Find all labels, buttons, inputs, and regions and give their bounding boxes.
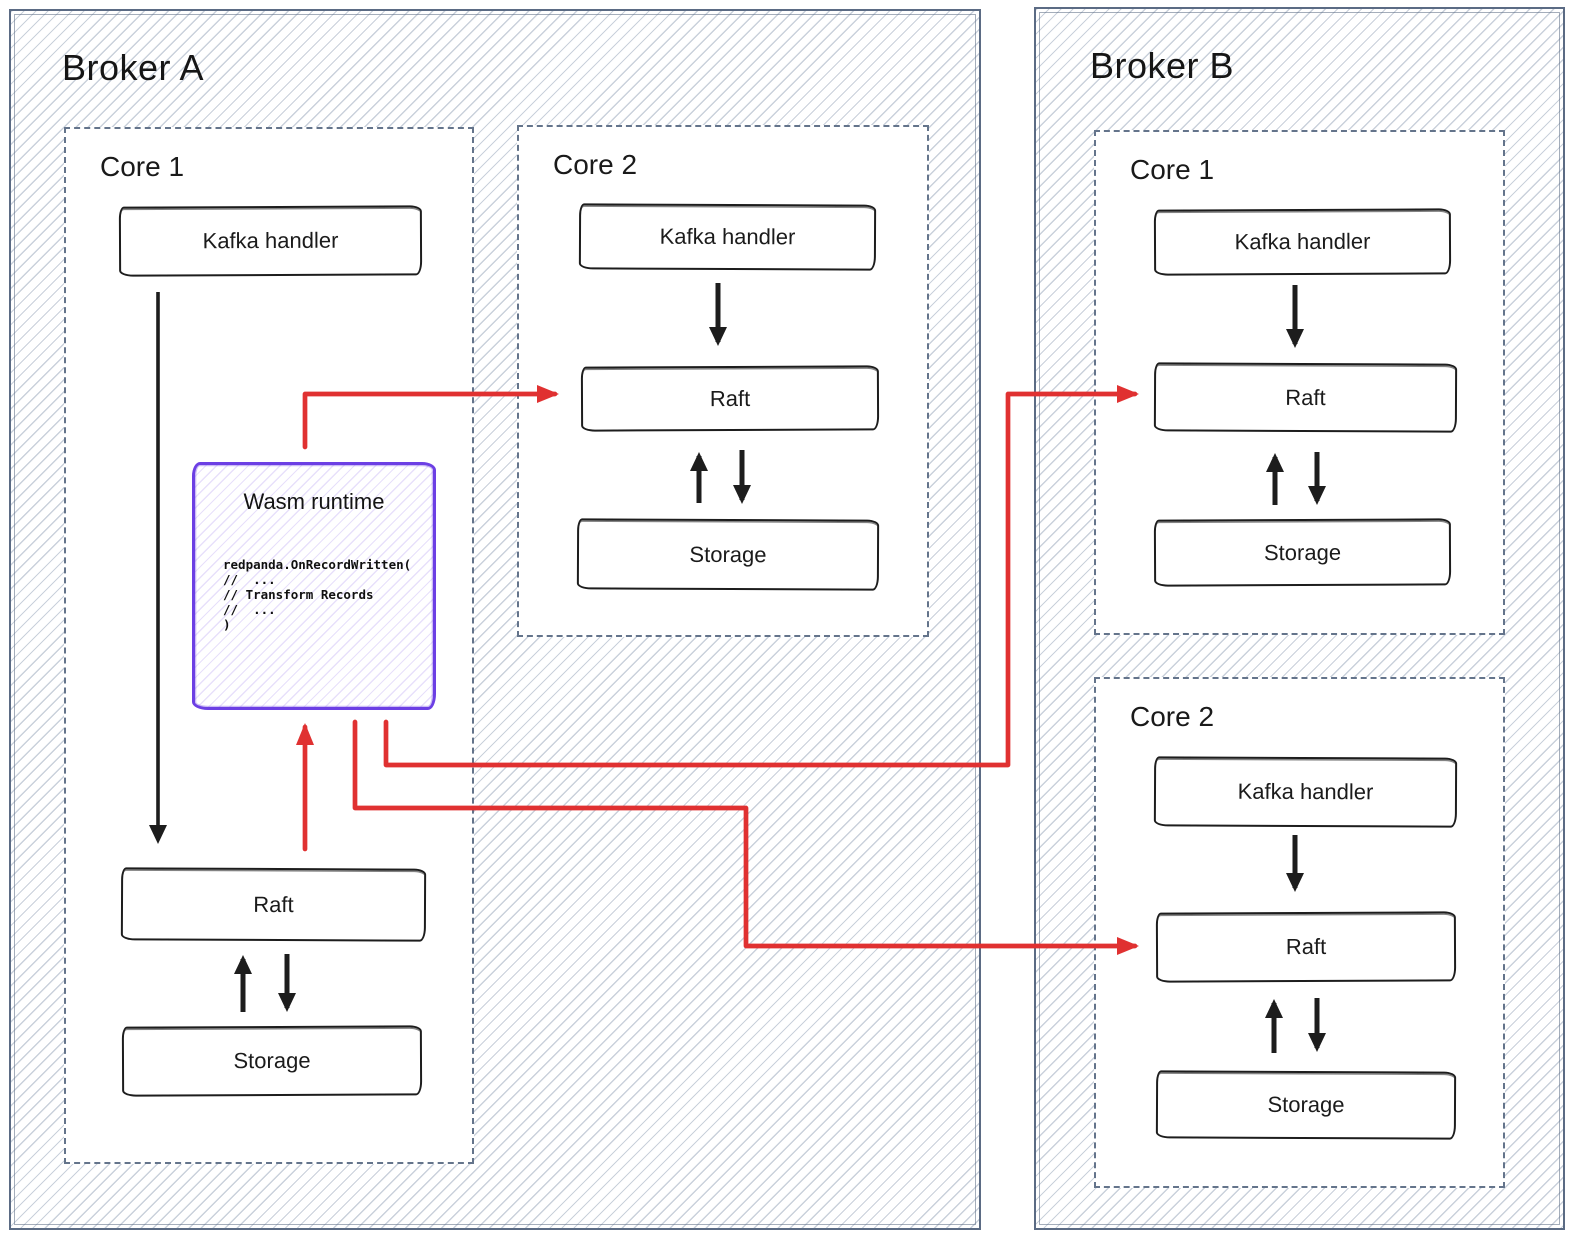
node-raft-a2: Raft: [580, 365, 880, 432]
broker-a-container: Broker A Core 1 Kafka handler Wasm runti…: [9, 9, 981, 1230]
node-kafka-handler-a2: Kafka handler: [578, 203, 877, 271]
broker-a-core-1: Core 1 Kafka handler Wasm runtime redpan…: [64, 127, 474, 1164]
broker-a-core-2-title: Core 2: [553, 149, 638, 180]
broker-b-core-2: Core 2 Kafka handler Raft Storage: [1094, 677, 1505, 1188]
wasm-runtime-code: redpanda.OnRecordWritten( // ... // Tran…: [223, 557, 412, 632]
broker-a-title: Broker A: [62, 47, 205, 88]
broker-a-core-1-title: Core 1: [100, 151, 185, 182]
node-kafka-handler-a1: Kafka handler: [118, 205, 423, 277]
node-storage-a1: Storage: [121, 1025, 423, 1097]
node-raft-b1: Raft: [1153, 362, 1458, 433]
broker-b-core-2-title: Core 2: [1130, 701, 1215, 732]
broker-a-core-2: Core 2 Kafka handler Raft Storage: [517, 125, 929, 637]
broker-b-core-1: Core 1 Kafka handler Raft Storage: [1094, 130, 1505, 635]
wasm-runtime-title: Wasm runtime: [243, 489, 385, 514]
node-storage-b2: Storage: [1155, 1070, 1457, 1140]
broker-b-title: Broker B: [1090, 45, 1235, 86]
node-kafka-handler-b2: Kafka handler: [1153, 756, 1458, 828]
broker-b-core-1-title: Core 1: [1130, 154, 1215, 185]
wasm-runtime-box: Wasm runtime redpanda.OnRecordWritten( /…: [192, 462, 436, 710]
node-storage-b1: Storage: [1153, 518, 1452, 587]
node-raft-a1: Raft: [120, 867, 427, 942]
node-kafka-handler-b1: Kafka handler: [1153, 208, 1452, 276]
node-raft-b2: Raft: [1155, 911, 1457, 983]
node-storage-a2: Storage: [576, 518, 880, 591]
broker-b-container: Broker B Core 1 Kafka handler Raft Stora…: [1034, 7, 1565, 1230]
